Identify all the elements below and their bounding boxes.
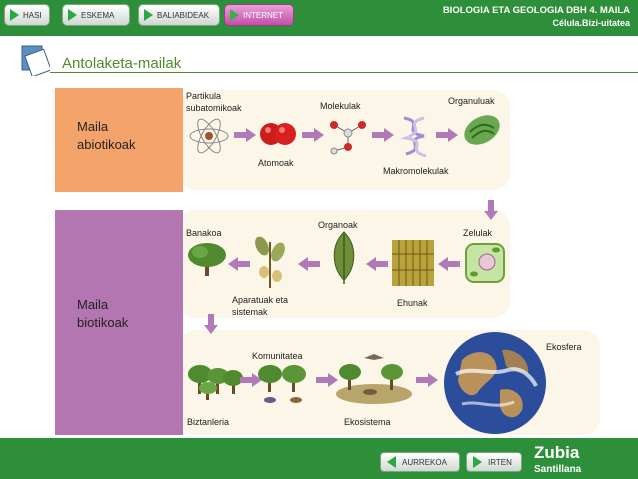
prev-button[interactable]: AURREKOA — [380, 452, 460, 472]
exit-button[interactable]: IRTEN — [466, 452, 522, 472]
arrow-left-icon — [228, 257, 250, 271]
brand-logo: Zubia — [534, 443, 580, 462]
atom-particles-icon — [189, 118, 229, 154]
molecule-icon — [330, 121, 366, 155]
arrow-left-icon — [298, 257, 320, 271]
section-title: Antolaketa-mailak — [62, 55, 182, 72]
label-ekosistema: Ekosistema — [344, 417, 391, 427]
organelle-icon — [464, 115, 500, 145]
play-arrow-icon — [10, 9, 19, 21]
back-arrow-icon — [387, 456, 396, 468]
label-zelulak: Zelulak — [463, 228, 493, 238]
page-icon — [21, 45, 50, 76]
arrow-right-icon — [316, 373, 338, 387]
population-icon — [188, 365, 243, 400]
macromolecule-icon — [400, 116, 427, 158]
label-biztanleria: Biztanleria — [187, 417, 230, 427]
label-makromolekulak: Makromolekulak — [383, 166, 449, 176]
nav-baliabideak-button[interactable]: BALIABIDEAK — [138, 4, 220, 26]
abiotic-row-panel — [180, 90, 510, 190]
arrow-right-icon — [240, 373, 262, 387]
leaf-icon — [333, 231, 355, 284]
header-subtitle: Célula.Bizi-uitatea — [552, 18, 630, 28]
publisher-name: Santillana — [534, 464, 582, 475]
community-icon — [258, 365, 306, 403]
atoms-icon — [260, 123, 296, 145]
arrow-right-icon — [234, 128, 256, 142]
plant-system-icon — [255, 236, 285, 288]
tissue-icon — [392, 240, 434, 286]
label-atomoak: Atomoak — [258, 158, 294, 168]
label-ehunak: Ehunak — [397, 298, 428, 308]
nav-hasi-button[interactable]: HASI — [4, 4, 50, 26]
label-ekosfera: Ekosfera — [546, 342, 582, 352]
arrow-left-icon — [366, 257, 388, 271]
label-banakoa: Banakoa — [186, 228, 222, 238]
earth-icon — [444, 332, 546, 434]
header-title: BIOLOGIA ETA GEOLOGIA DBH 4. MAILA — [442, 5, 630, 16]
ecosystem-icon — [336, 354, 412, 404]
arrow-left-icon — [438, 257, 460, 271]
arrow-right-icon — [372, 128, 394, 142]
label-molekulak: Molekulak — [320, 101, 361, 111]
play-arrow-icon — [144, 9, 153, 21]
nav-eskema-button[interactable]: ESKEMA — [62, 4, 130, 26]
cell-icon — [465, 243, 505, 283]
bottom-bar — [0, 438, 638, 479]
arrow-right-icon — [302, 128, 324, 142]
play-arrow-icon — [473, 456, 482, 468]
arrow-right-icon — [416, 373, 438, 387]
arrow-right-icon — [436, 128, 458, 142]
play-arrow-icon — [68, 9, 77, 21]
label-organoak: Organoak — [318, 220, 358, 230]
play-arrow-icon — [230, 9, 239, 21]
arrow-down-icon — [484, 200, 498, 220]
tree-icon — [188, 243, 226, 276]
arrow-down-icon — [204, 314, 218, 334]
title-underline — [50, 72, 638, 73]
nav-internet-button[interactable]: INTERNET — [224, 4, 294, 26]
label-komunitatea: Komunitatea — [252, 351, 303, 361]
label-organuluak: Organuluak — [448, 96, 495, 106]
